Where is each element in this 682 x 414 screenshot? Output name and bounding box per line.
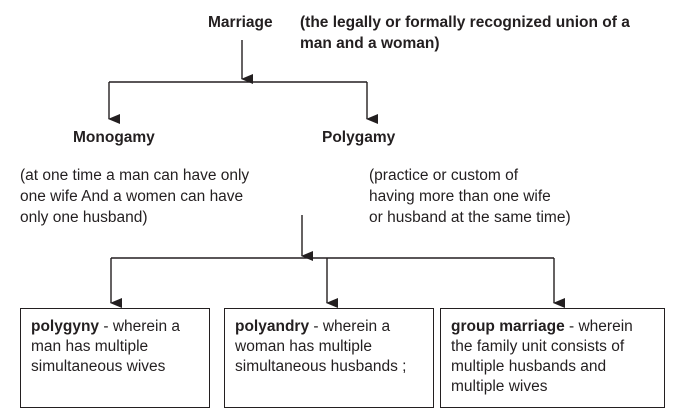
monogamy-definition-line: one wife And a women can have (20, 188, 244, 205)
group-marriage-line: multiple husbands and (451, 358, 607, 375)
polygyny-first-line-rest: - wherein a (99, 318, 181, 335)
polygyny-box: polygyny - wherein a man has multiple si… (20, 308, 210, 408)
polygyny-line: man has multiple (31, 338, 149, 355)
group-marriage-first-line-rest: - wherein (564, 318, 633, 335)
monogamy-definition-line: only one husband) (20, 209, 148, 226)
root-term: Marriage (208, 14, 273, 31)
group-marriage-box: group marriage - wherein the family unit… (440, 308, 665, 408)
polyandry-term: polyandry (235, 318, 310, 335)
polyandry-line: simultaneous husbands ; (235, 358, 407, 375)
polyandry-box: polyandry - wherein a woman has multiple… (224, 308, 434, 408)
polygyny-term: polygyny (31, 318, 100, 335)
polygamy-definition-line: or husband at the same time) (369, 209, 571, 226)
polygyny-first-line: polygyny - wherein a (31, 317, 199, 337)
polyandry-first-line-rest: - wherein a (309, 318, 391, 335)
polyandry-first-line: polyandry - wherein a (235, 317, 423, 337)
group-marriage-first-line: group marriage - wherein (451, 317, 654, 337)
polygyny-line: simultaneous wives (31, 358, 166, 375)
group-marriage-term: group marriage (451, 318, 565, 335)
polyandry-line: woman has multiple (235, 338, 372, 355)
group-marriage-line: the family unit consists of (451, 338, 625, 355)
polygamy-definition-line: (practice or custom of (369, 167, 519, 184)
monogamy-term: Monogamy (73, 129, 155, 146)
root-definition-line: man and a woman) (300, 35, 440, 52)
monogamy-definition-line: (at one time a man can have only (20, 167, 250, 184)
group-marriage-line: multiple wives (451, 378, 548, 395)
polygamy-term: Polygamy (322, 129, 396, 146)
root-definition-line: (the legally or formally recognized unio… (300, 14, 630, 31)
polygamy-definition-line: having more than one wife (369, 188, 551, 205)
